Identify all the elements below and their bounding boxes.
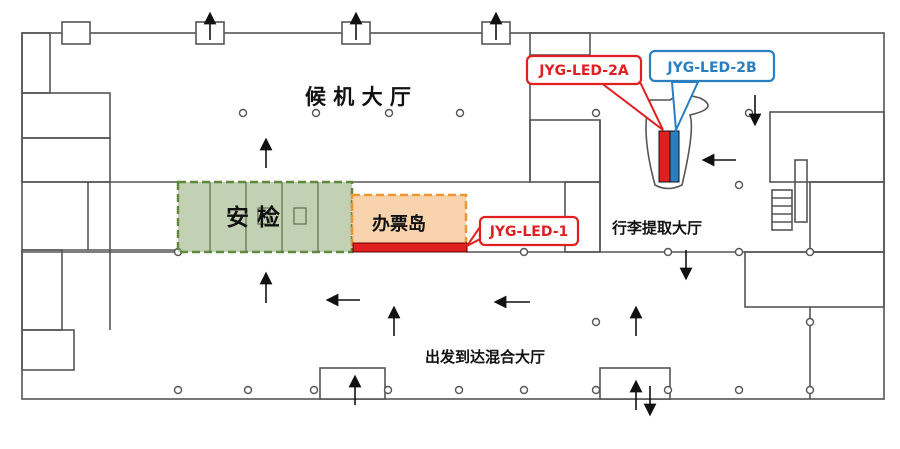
callout-led-1: JYG-LED-1 xyxy=(466,215,580,247)
led-1-screen xyxy=(352,242,468,253)
callout-led-2a: JYG-LED-2A xyxy=(525,54,664,131)
ticket-island-label: 办票岛 xyxy=(372,213,426,235)
callout-led-2a-text: JYG-LED-2A xyxy=(538,63,629,79)
baggage-claim-label: 行李提取大厅 xyxy=(611,219,702,237)
ticket-island-zone xyxy=(350,193,468,247)
led-2b-screen xyxy=(669,130,680,183)
waiting-hall-label: 候 机 大 厅 xyxy=(305,85,411,109)
callout-led-2b-text: JYG-LED-2B xyxy=(666,60,756,76)
callout-led-2b: JYG-LED-2B xyxy=(648,49,776,134)
mixed-hall-label: 出发到达混合大厅 xyxy=(425,348,545,366)
columns xyxy=(173,108,815,395)
security-label: 安 检 xyxy=(226,204,280,231)
flow-arrows xyxy=(203,11,762,417)
led-2a-screen xyxy=(658,130,671,183)
callout-led-1-text: JYG-LED-1 xyxy=(489,224,569,240)
